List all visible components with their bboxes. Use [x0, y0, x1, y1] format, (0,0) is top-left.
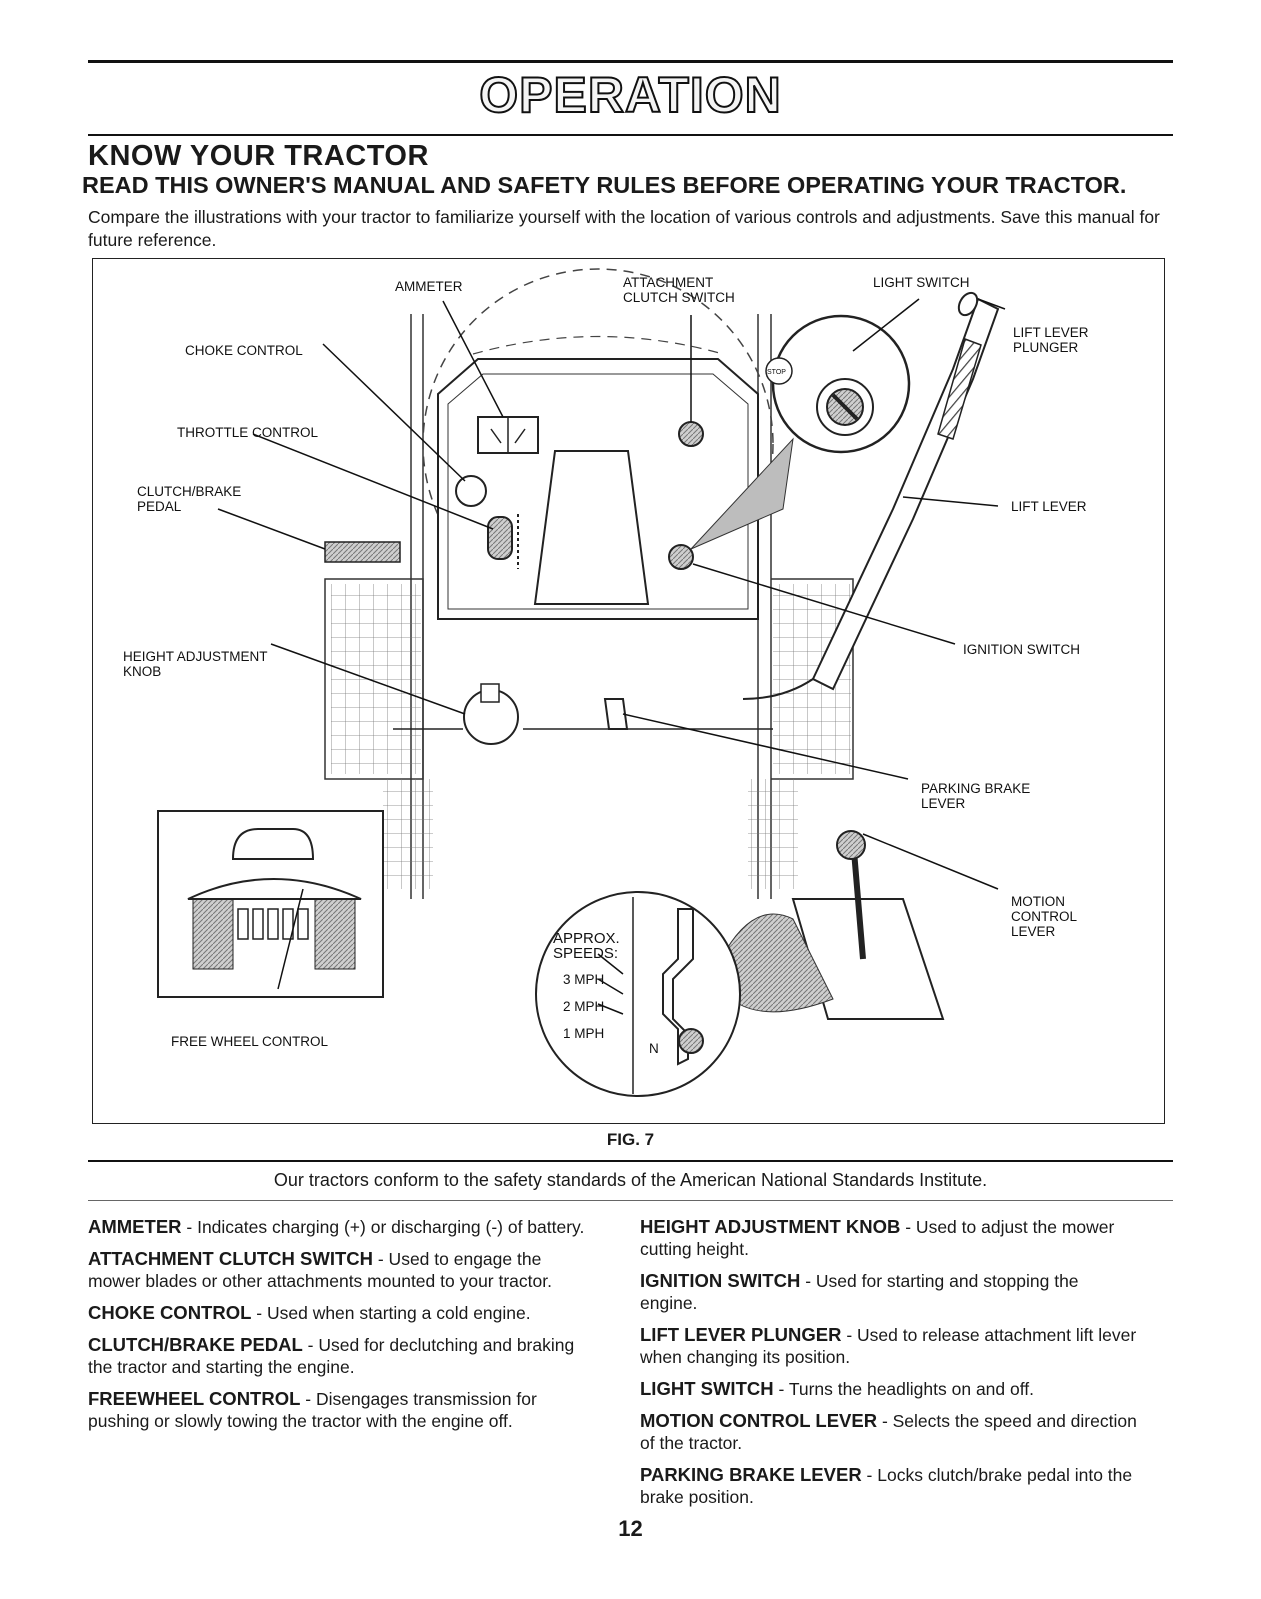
- callout-leader-lines: [217, 298, 1006, 1015]
- parking-brake-lever: [603, 698, 629, 730]
- callout-parking-brake-lever: PARKING BRAKE LEVER: [921, 781, 1031, 811]
- definition-parking-brake-lever: PARKING BRAKE LEVER - Locks clutch/brake…: [640, 1464, 1133, 1507]
- speed-detail-circle: [535, 891, 741, 1097]
- callout-ammeter: AMMETER: [395, 279, 463, 294]
- definitions-right-column: HEIGHT ADJUSTMENT KNOB - Used to adjust …: [640, 1216, 1140, 1518]
- definition-ammeter: AMMETER - Indicates charging (+) or disc…: [88, 1216, 585, 1237]
- stop-label: STOP: [767, 369, 786, 376]
- choke-knob: [455, 475, 487, 507]
- section-rule: [88, 134, 1173, 136]
- left-fender-grille: [331, 584, 421, 774]
- throttle-lever: [487, 516, 513, 560]
- top-rule: [88, 60, 1173, 63]
- attachment-clutch-switch: [678, 421, 704, 447]
- callout-free-wheel-control: FREE WHEEL CONTROL: [171, 1034, 329, 1049]
- callout-lift-lever: LIFT LEVER: [1011, 499, 1087, 514]
- figure-caption: FIG. 7: [606, 1130, 655, 1149]
- callout-throttle-control: THROTTLE CONTROL: [177, 425, 319, 440]
- definition-height-adjustment-knob: HEIGHT ADJUSTMENT KNOB - Used to adjust …: [640, 1216, 1115, 1259]
- definition-attachment-clutch-switch: ATTACHMENT CLUTCH SWITCH - Used to engag…: [88, 1248, 552, 1291]
- callout-light-switch: LIGHT SWITCH: [873, 275, 970, 290]
- definitions-left-column: AMMETER - Indicates charging (+) or disc…: [88, 1216, 588, 1442]
- callout-clutch-brake-pedal: CLUTCH/BRAKE PEDAL: [137, 484, 242, 514]
- callout-motion-control-lever: MOTION CONTROL LEVER: [1011, 894, 1078, 939]
- definition-choke-control: CHOKE CONTROL - Used when starting a col…: [88, 1302, 531, 1323]
- lift-lever-plunger: [957, 291, 979, 317]
- safety-warning: READ THIS OWNER'S MANUAL AND SAFETY RULE…: [82, 172, 1127, 198]
- section-title: KNOW YOUR TRACTOR: [88, 140, 429, 172]
- callout-lift-lever-plunger: LIFT LEVER PLUNGER: [1013, 325, 1089, 355]
- speed-2-mph: 2 MPH: [563, 999, 605, 1014]
- callout-choke-control: CHOKE CONTROL: [185, 343, 303, 358]
- intro-paragraph: Compare the illustrations with your trac…: [88, 207, 1160, 250]
- definition-clutch-brake-pedal: CLUTCH/BRAKE PEDAL - Used for declutchin…: [88, 1334, 575, 1377]
- definition-motion-control-lever: MOTION CONTROL LEVER - Selects the speed…: [640, 1410, 1137, 1453]
- tractor-controls-figure: AMMETER ATTACHMENT CLUTCH SWITCH LIGHT S…: [92, 258, 1165, 1124]
- neutral-label: N: [649, 1041, 659, 1056]
- speed-3-mph: 3 MPH: [563, 972, 605, 987]
- definition-lift-lever-plunger: LIFT LEVER PLUNGER - Used to release att…: [640, 1324, 1137, 1367]
- definition-light-switch: LIGHT SWITCH - Turns the headlights on a…: [640, 1378, 1035, 1399]
- speed-selector-knob: [678, 1028, 704, 1054]
- page-title: OPERATION: [478, 66, 782, 124]
- ignition-switch-small: [668, 544, 694, 570]
- speed-1-mph: 1 MPH: [563, 1026, 605, 1041]
- right-lower-grille: [748, 779, 798, 889]
- callout-approx-speeds: APPROX. SPEEDS:: [553, 930, 620, 962]
- note-rule-bottom: [88, 1200, 1173, 1201]
- motion-control-knob: [836, 830, 866, 860]
- definition-ignition-switch: IGNITION SWITCH - Used for starting and …: [640, 1270, 1079, 1313]
- page-number: 12: [618, 1516, 643, 1541]
- note-rule-top: [88, 1160, 1173, 1162]
- clutch-brake-pedal: [324, 541, 401, 563]
- standards-note: Our tractors conform to the safety stand…: [273, 1170, 988, 1190]
- callout-height-adjustment-knob: HEIGHT ADJUSTMENT KNOB: [123, 649, 268, 679]
- definition-freewheel-control: FREEWHEEL CONTROL - Disengages transmiss…: [88, 1388, 537, 1431]
- callout-ignition-switch: IGNITION SWITCH: [963, 642, 1080, 657]
- tractor-illustration: [157, 268, 1006, 1097]
- left-lower-grille: [383, 779, 433, 889]
- callout-attachment-clutch-switch: ATTACHMENT CLUTCH SWITCH: [623, 275, 735, 305]
